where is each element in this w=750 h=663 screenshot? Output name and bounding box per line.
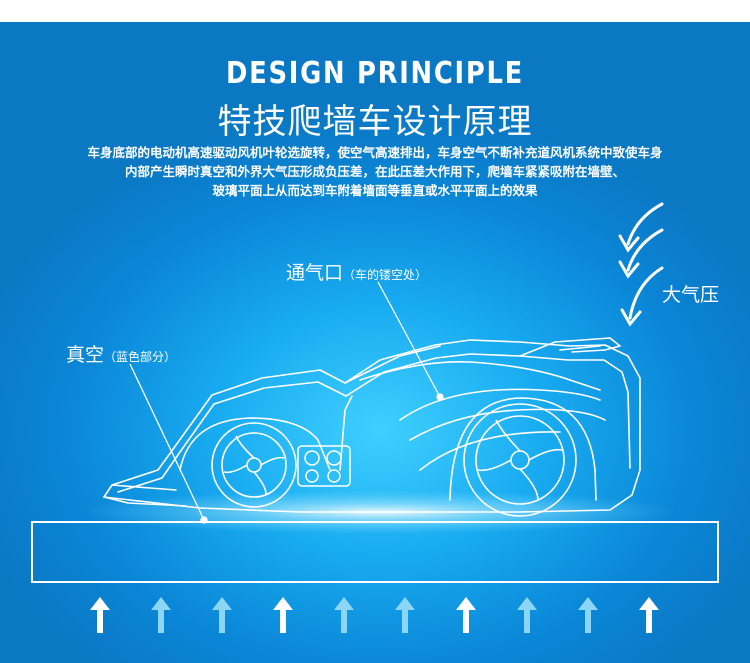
rear-wheel-icon: [463, 403, 577, 517]
up-arrow-icon: [151, 597, 171, 633]
description-line: 玻璃平面上从而达到车附着墙面等垂直或水平平面上的效果: [212, 184, 538, 198]
up-arrow-icon: [578, 597, 598, 633]
vacuum-label: 真空（蓝色部分）: [66, 340, 176, 367]
up-arrow-icon: [212, 597, 232, 633]
vacuum-label-text: 真空: [66, 345, 105, 366]
curved-arrow-down-icon: [618, 202, 664, 327]
up-arrow-icon: [90, 597, 110, 633]
vacuum-label-note: （蓝色部分）: [104, 350, 177, 364]
description: 车身底部的电动机高速驱动风机叶轮选旋转，使空气高速排出，车身空气不断补充道风机系…: [40, 144, 710, 201]
vent-pointer-dot: [436, 393, 444, 401]
front-wheel-icon: [211, 422, 297, 508]
vent-label-text: 通气口: [286, 263, 344, 284]
up-arrow-icon: [517, 597, 537, 633]
up-arrow-icon: [334, 597, 354, 633]
wall-surface: [31, 521, 719, 583]
up-arrow-icon: [639, 597, 659, 633]
up-arrow-icon: [456, 597, 476, 633]
vent-label-note: （车的镂空处）: [343, 268, 428, 282]
up-arrow-icon: [273, 597, 293, 633]
vent-label: 通气口（车的镂空处）: [286, 258, 427, 285]
car-body-outline: [103, 339, 641, 513]
top-white-band: [0, 0, 750, 22]
leader-lines: [129, 281, 444, 524]
vent-fans-icon: [297, 445, 351, 487]
title-english: DESIGN PRINCIPLE: [226, 56, 524, 91]
atmospheric-pressure-label: 大气压: [662, 285, 720, 306]
description-line: 车身底部的电动机高速驱动风机叶轮选旋转，使空气高速排出，车身空气不断补充道风机系…: [87, 146, 663, 160]
title-chinese: 特技爬墙车设计原理: [217, 103, 533, 141]
wall-climbing-car-icon: [103, 337, 641, 513]
up-arrow-icon: [395, 597, 415, 633]
description-line: 内部产生瞬时真空和外界大气压形成负压差，在此压差大作用下，爬墙车紧紧吸附在墙壁、: [124, 165, 625, 179]
